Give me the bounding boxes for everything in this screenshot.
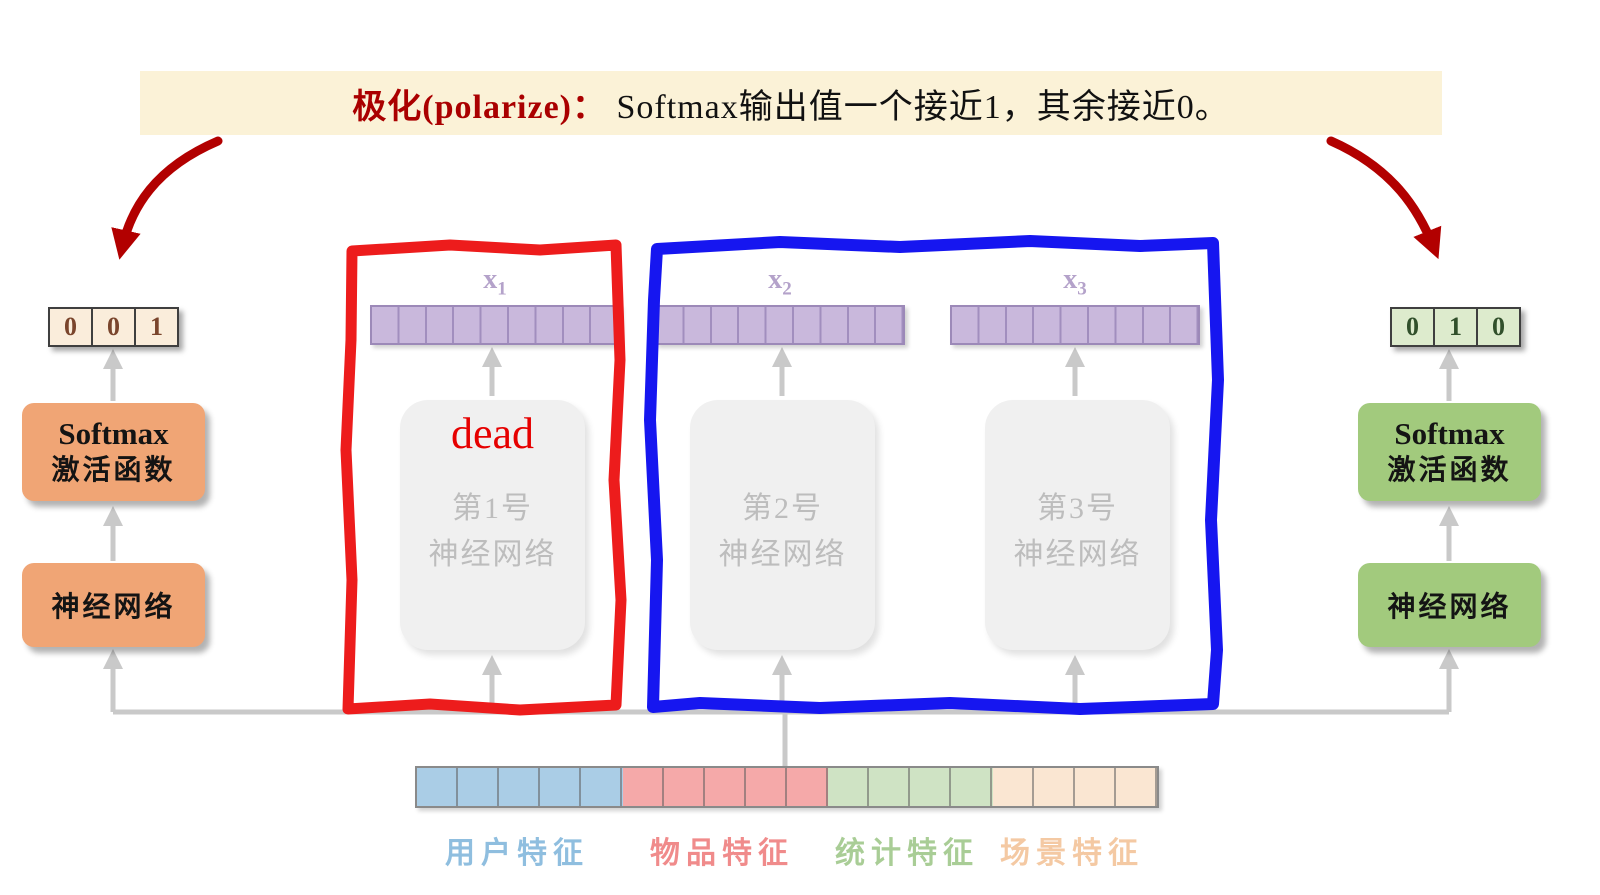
expert1-title-line1: 第1号 xyxy=(452,492,533,525)
polarize-arrow-left xyxy=(111,136,223,260)
banner-highlight-text: 极化(polarize)： xyxy=(352,88,607,126)
feature-label-item: 物品特征 xyxy=(650,837,794,870)
expert1-title-line2: 神经网络 xyxy=(428,538,557,571)
expert2-title-line2: 神经网络 xyxy=(718,538,847,571)
right-network-label: 神经网络 xyxy=(1387,592,1512,623)
expert2-vector-name: x xyxy=(768,264,783,295)
expert3-vector-sub: 3 xyxy=(1077,278,1087,300)
left-output-vector: 0 0 1 xyxy=(48,307,179,347)
right-output-cell: 0 xyxy=(1476,307,1521,347)
left-output-cell: 0 xyxy=(91,307,136,347)
expert3-title-line1: 第3号 xyxy=(1037,492,1118,525)
right-output-cell: 0 xyxy=(1390,307,1435,347)
polarize-arrow-right xyxy=(1326,136,1442,260)
left-network-box: 神经网络 xyxy=(22,563,205,647)
right-network-box: 神经网络 xyxy=(1358,563,1541,647)
right-softmax-box: Softmax 激活函数 xyxy=(1358,403,1541,501)
feature-label-user: 用户特征 xyxy=(445,837,589,870)
left-output-cell: 0 xyxy=(48,307,93,347)
left-softmax-label-en: Softmax xyxy=(58,416,169,451)
left-softmax-box: Softmax 激活函数 xyxy=(22,403,205,501)
expert1-box: dead 第1号 神经网络 xyxy=(400,400,585,650)
feature-segment-item xyxy=(622,768,829,806)
feature-segment-scene xyxy=(992,768,1157,806)
left-output-cell: 1 xyxy=(134,307,179,347)
expert1-vector-label: x1 xyxy=(370,264,620,301)
banner-body-text: Softmax输出值一个接近1，其余接近0。 xyxy=(607,88,1230,126)
expert2-vector-sub: 2 xyxy=(782,278,792,300)
expert1-vector-name: x xyxy=(483,264,498,295)
expert1-dead-label: dead xyxy=(450,409,535,458)
feature-segment-stat xyxy=(828,768,993,806)
expert2-vector-label: x2 xyxy=(655,264,905,301)
expert3-box: 第3号 神经网络 xyxy=(985,400,1170,650)
feature-label-stat: 统计特征 xyxy=(835,837,979,870)
right-output-vector: 0 1 0 xyxy=(1390,307,1521,347)
right-output-cell: 1 xyxy=(1433,307,1478,347)
right-softmax-label-en: Softmax xyxy=(1394,416,1505,451)
expert1-title: 第1号 神经网络 xyxy=(400,486,585,578)
expert3-vector-label: x3 xyxy=(950,264,1200,301)
polarize-banner: 极化(polarize)： Softmax输出值一个接近1，其余接近0。 xyxy=(140,71,1442,135)
expert1-vector-sub: 1 xyxy=(497,278,507,300)
left-network-label: 神经网络 xyxy=(51,592,176,623)
right-softmax-label-zh: 激活函数 xyxy=(1387,455,1512,486)
expert2-title: 第2号 神经网络 xyxy=(690,486,875,578)
expert3-title: 第3号 神经网络 xyxy=(985,486,1170,578)
expert3-output-vector xyxy=(950,305,1200,345)
expert2-title-line1: 第2号 xyxy=(742,492,823,525)
feature-label-scene: 场景特征 xyxy=(1000,837,1144,870)
input-feature-vector xyxy=(415,766,1159,808)
feature-segment-user xyxy=(417,768,623,806)
expert3-title-line2: 神经网络 xyxy=(1013,538,1142,571)
expert1-output-vector xyxy=(370,305,620,345)
left-softmax-label-zh: 激活函数 xyxy=(51,455,176,486)
expert2-output-vector xyxy=(655,305,905,345)
expert2-box: 第2号 神经网络 xyxy=(690,400,875,650)
expert3-vector-name: x xyxy=(1063,264,1078,295)
